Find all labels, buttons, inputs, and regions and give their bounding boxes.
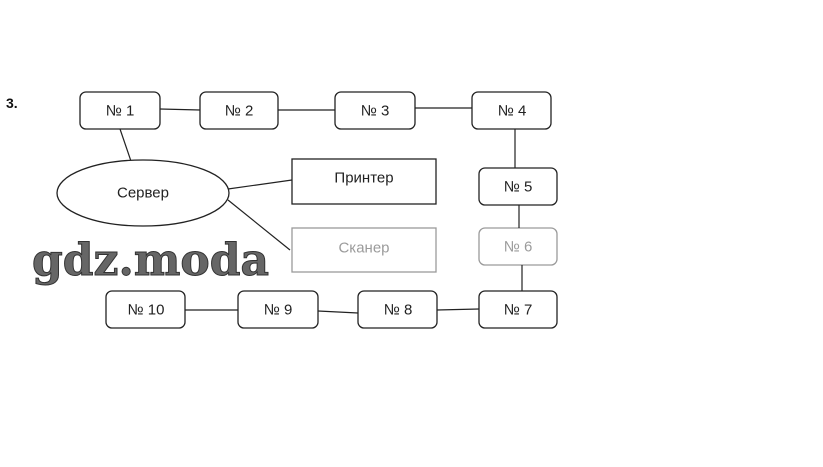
node-label: № 6 xyxy=(504,239,533,256)
edge-7-8 xyxy=(436,308,480,311)
printer-label: Принтер xyxy=(334,170,393,187)
edge-1-2 xyxy=(159,108,201,111)
node-label: № 1 xyxy=(106,103,135,120)
node-5: № 5 xyxy=(478,167,558,206)
printer-node: Принтер xyxy=(291,158,437,205)
node-label: № 7 xyxy=(504,302,533,319)
edge-server-scanner xyxy=(227,199,291,251)
scanner-label: Сканер xyxy=(338,240,389,257)
node-label: № 4 xyxy=(498,103,527,120)
node-label: № 2 xyxy=(225,103,254,120)
node-8: № 8 xyxy=(357,290,438,329)
server-label: Сервер xyxy=(117,185,169,202)
node-9: № 9 xyxy=(237,290,319,329)
edge-server-printer xyxy=(227,179,293,190)
node-6: № 6 xyxy=(478,227,558,266)
node-label: № 10 xyxy=(128,302,165,319)
node-label: № 9 xyxy=(264,302,293,319)
node-label: № 8 xyxy=(384,302,413,319)
node-label: № 5 xyxy=(504,179,533,196)
node-3: № 3 xyxy=(334,91,416,130)
node-2: № 2 xyxy=(199,91,279,130)
scanner-node: Сканер xyxy=(291,227,437,273)
edge-8-9 xyxy=(317,310,359,314)
server-node: Сервер xyxy=(56,159,230,227)
task-number: 3. xyxy=(6,95,18,111)
node-4: № 4 xyxy=(471,91,552,130)
node-1: № 1 xyxy=(79,91,161,130)
watermark: gdz.moda xyxy=(32,235,269,286)
node-10: № 10 xyxy=(105,290,186,329)
node-7: № 7 xyxy=(478,290,558,329)
node-label: № 3 xyxy=(361,103,390,120)
